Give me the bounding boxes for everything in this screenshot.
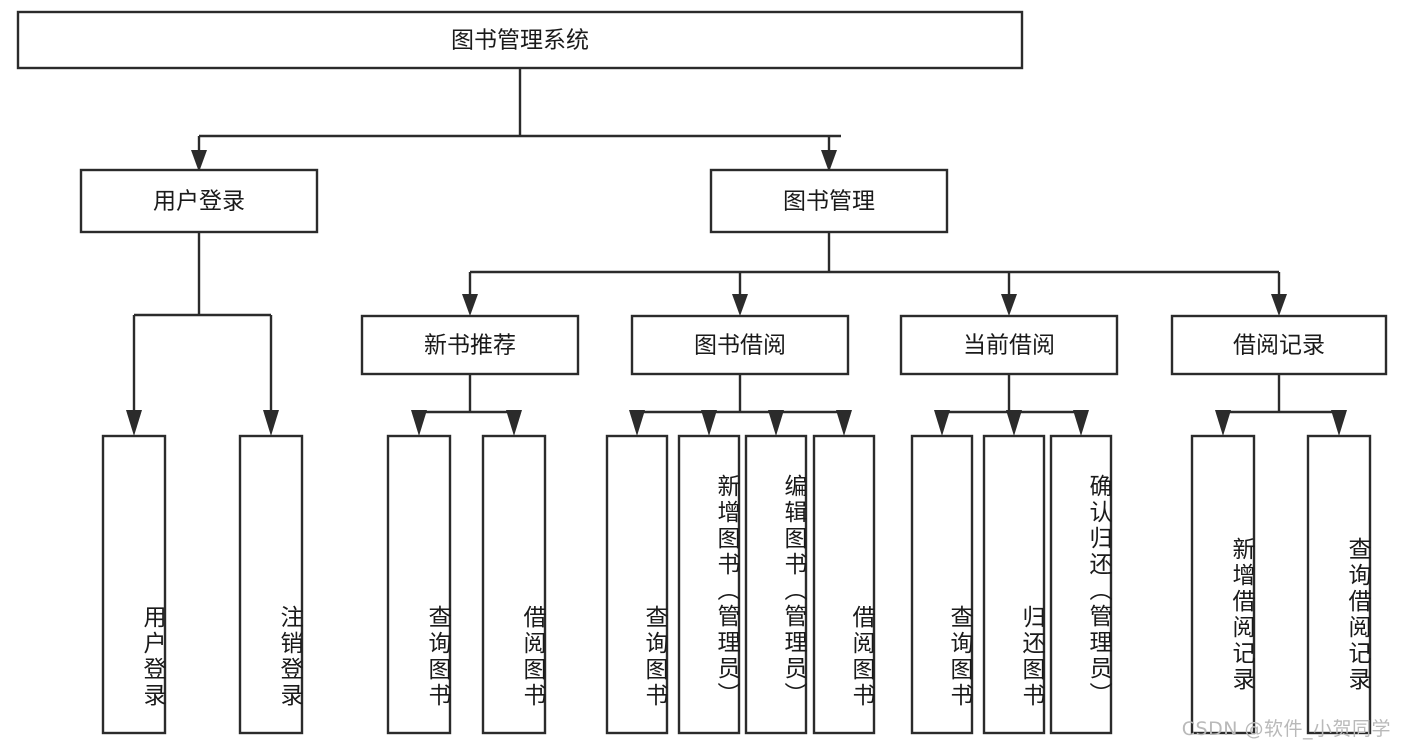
connector-newbook-to-leaves <box>411 374 522 436</box>
connector-bookmanage-to-level3 <box>462 232 1287 316</box>
node-current-borrow[interactable]: 当前借阅 <box>899 314 1119 376</box>
leaf-box-borrow-book-bor[interactable] <box>812 434 876 735</box>
leaf-box-add-record[interactable] <box>1190 434 1256 735</box>
connector-borrowrecord-to-leaves <box>1215 374 1347 436</box>
node-current-borrow-label: 当前借阅 <box>963 333 1055 359</box>
leaf-box-query-book-cur[interactable] <box>910 434 974 735</box>
leaf-box-return-book[interactable] <box>982 434 1046 735</box>
node-new-book-rec-label: 新书推荐 <box>424 333 516 359</box>
node-borrow-record-label: 借阅记录 <box>1233 333 1325 359</box>
node-book-manage[interactable]: 图书管理 <box>709 168 949 234</box>
leaf-box-confirm-return[interactable] <box>1049 434 1113 735</box>
leaf-boxes <box>101 434 1372 735</box>
leaf-box-query-book-bor[interactable] <box>605 434 669 735</box>
leaf-box-user-login[interactable] <box>101 434 167 735</box>
leaf-box-add-book[interactable] <box>677 434 741 735</box>
node-user-login[interactable]: 用户登录 <box>79 168 319 234</box>
connector-bookborrow-to-leaves <box>629 374 852 436</box>
connector-root-to-level2 <box>191 68 841 172</box>
leaf-box-query-book-rec[interactable] <box>386 434 452 735</box>
node-book-borrow[interactable]: 图书借阅 <box>630 314 850 376</box>
leaf-box-query-record[interactable] <box>1306 434 1372 735</box>
node-root-label: 图书管理系统 <box>451 28 589 54</box>
node-book-manage-label: 图书管理 <box>783 189 875 215</box>
node-root[interactable]: 图书管理系统 <box>16 10 1024 70</box>
watermark: CSDN @软件_小贺同学 <box>1181 718 1391 740</box>
node-book-borrow-label: 图书借阅 <box>694 333 786 359</box>
node-new-book-rec[interactable]: 新书推荐 <box>360 314 580 376</box>
connector-userlogin-to-leaves <box>126 232 279 436</box>
node-user-login-label: 用户登录 <box>153 189 245 215</box>
leaf-box-edit-book[interactable] <box>744 434 808 735</box>
connector-currentborrow-to-leaves <box>934 374 1089 436</box>
leaf-box-borrow-book-rec[interactable] <box>481 434 547 735</box>
leaf-box-user-logout[interactable] <box>238 434 304 735</box>
node-borrow-record[interactable]: 借阅记录 <box>1170 314 1388 376</box>
